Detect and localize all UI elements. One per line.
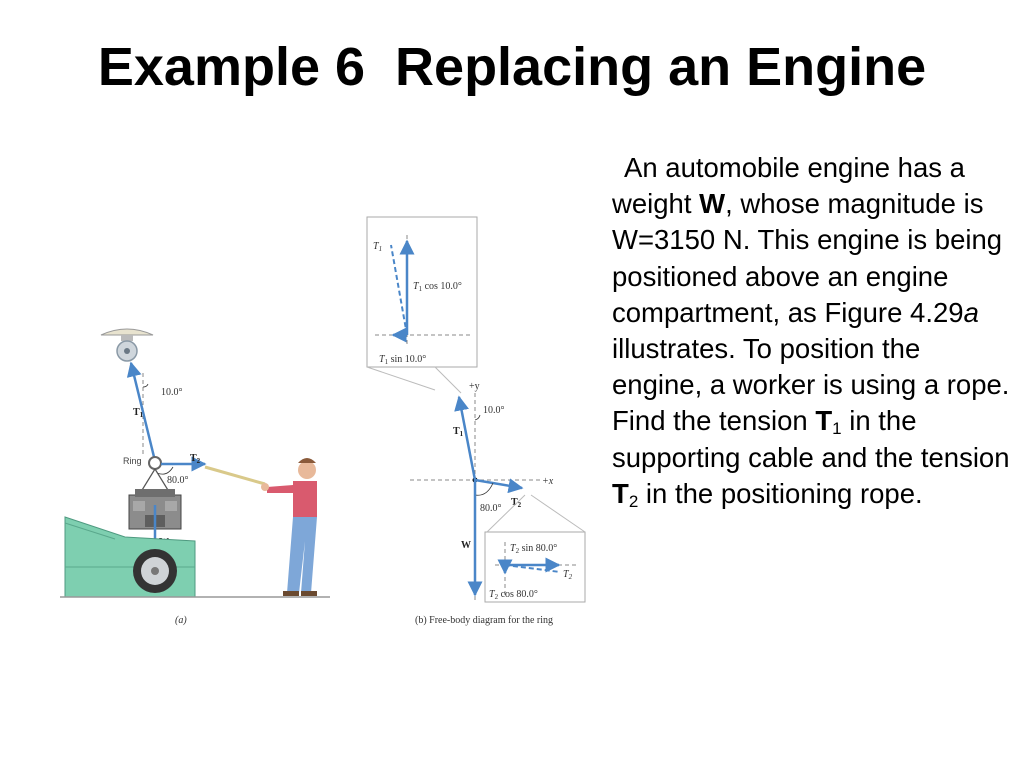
ring [148,456,162,470]
angle-arc-10 [142,383,149,388]
angle-t1-label: 10.0° [483,405,505,416]
vector-t2-b [474,478,524,494]
positioning-rope [204,465,266,486]
t1-dashed [390,244,408,336]
figure-a: 10.0° T1 Ring T2 80.0° W [60,328,330,626]
label-w-b: W [461,540,471,551]
caption-b: (b) Free-body diagram for the ring [415,615,553,626]
angle-t2-label: 80.0° [480,503,502,514]
inset-t1-components: T1 T1 cos 10.0° T1 sin 10.0° [366,216,478,394]
inset2-cos-label: T2 cos 80.0° [489,589,538,601]
problem-paragraph: An automobile engine has a weight W, who… [612,152,1010,511]
label-t2-a: T2 [190,453,201,465]
weight-symbol: W [699,188,726,220]
plus-x-label: +x [542,476,554,487]
angle-label-80: 80.0° [167,475,189,486]
ring-label: Ring [123,456,142,466]
problem-statement: An automobile engine has a weight W, who… [612,150,1012,512]
figure-4-29: 10.0° T1 Ring T2 80.0° W [55,205,590,635]
cable-t1 [126,361,157,462]
angle-arc-80 [156,466,174,475]
inset2-sin-label: T2 sin 80.0° [510,543,557,555]
plus-y-label: +y [469,381,480,392]
angle-label-10: 10.0° [161,387,183,398]
label-t2-b: T2 [511,497,522,509]
figure-svg: 10.0° T1 Ring T2 80.0° W [60,216,586,626]
car [64,516,196,598]
inset-t2-components: T2 sin 80.0° T2 T2 cos 80.0° [484,494,586,603]
label-t1-b: T1 [453,426,464,438]
inset1-t1-label: T1 [373,241,382,253]
label-t1-a: T1 [133,407,144,419]
pulley-bracket [121,335,133,341]
slide-title: Example 6 Replacing an Engine [97,37,927,97]
ceiling-mount [100,328,154,336]
vector-t1-b [454,395,477,481]
inset2-t2-label: T2 [563,569,573,581]
t2-dashed [504,564,561,573]
inset1-cos-label: T1 cos 10.0° [413,281,462,293]
caption-a: (a) [175,615,187,626]
worker [261,458,317,596]
inset1-sin-label: T1 sin 10.0° [379,354,426,366]
figure-b: +y +x 10.0° T1 80.0° T2 W (b) Free-body … [366,216,586,626]
